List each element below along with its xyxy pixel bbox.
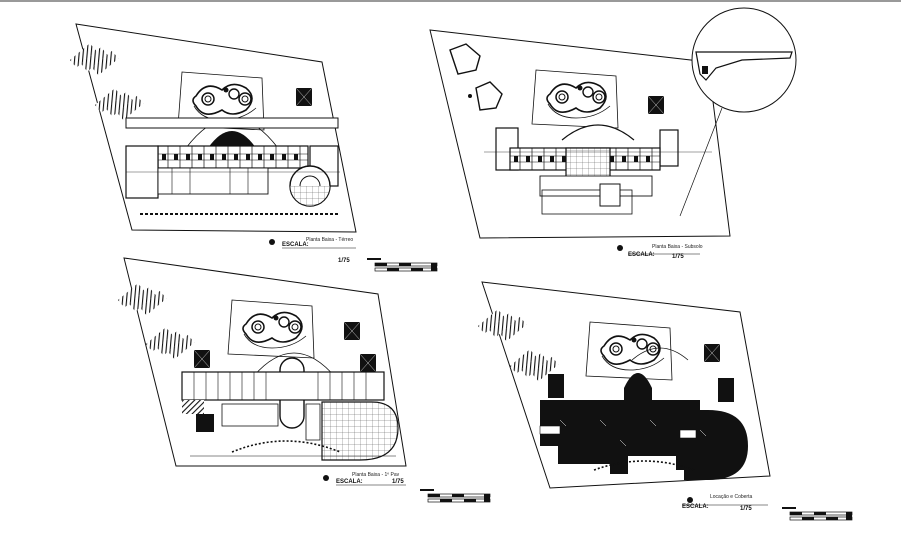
plan-title: Planta Baixa - Térreo	[306, 237, 353, 243]
plan-title: Planta Baixa - 1º Pav	[352, 472, 400, 478]
plan-subsolo: Planta Baixa - Subsolo ESCALA: 1/75	[429, 7, 797, 260]
roof-block	[548, 374, 564, 398]
solid-block	[193, 349, 211, 369]
rooms-wing	[157, 145, 309, 169]
scale-label: ESCALA:	[336, 479, 363, 485]
pool-area	[585, 321, 673, 381]
roof-coverage	[540, 373, 748, 480]
solid-block	[359, 353, 377, 373]
entrance-arch	[208, 131, 256, 148]
scale-label: ESCALA:	[682, 504, 709, 510]
scale-value: 1/75	[392, 479, 404, 485]
plan-title: Planta Baixa - Subsolo	[652, 244, 703, 250]
plan-title: Locação e Coberta	[710, 494, 752, 500]
pool-area	[531, 69, 619, 129]
service-block	[295, 87, 313, 107]
pool-area	[227, 299, 315, 359]
graphic-scale-bar	[781, 506, 853, 521]
scale-value: 1/75	[672, 254, 684, 260]
plan-primeiro-pavimento: Planta Baixa - 1º Pav ESCALA: 1/75	[118, 257, 491, 503]
graphic-scale-bar	[366, 257, 438, 272]
plan-locacao-coberta: Locação e Coberta ESCALA: 1/75	[478, 281, 853, 521]
graphic-scale-bar	[419, 488, 491, 503]
scale-label: ESCALA:	[628, 252, 655, 258]
scale-value: 1/75	[740, 506, 752, 512]
service-block	[647, 95, 665, 115]
scale-label: ESCALA:	[282, 242, 309, 248]
service-block	[343, 321, 361, 341]
roof-block	[718, 378, 734, 402]
scale-value: 1/75	[338, 258, 350, 264]
service-block	[703, 343, 721, 363]
plan-terreo: Planta Baixa - Térreo ESCALA: 1/75	[70, 23, 438, 272]
